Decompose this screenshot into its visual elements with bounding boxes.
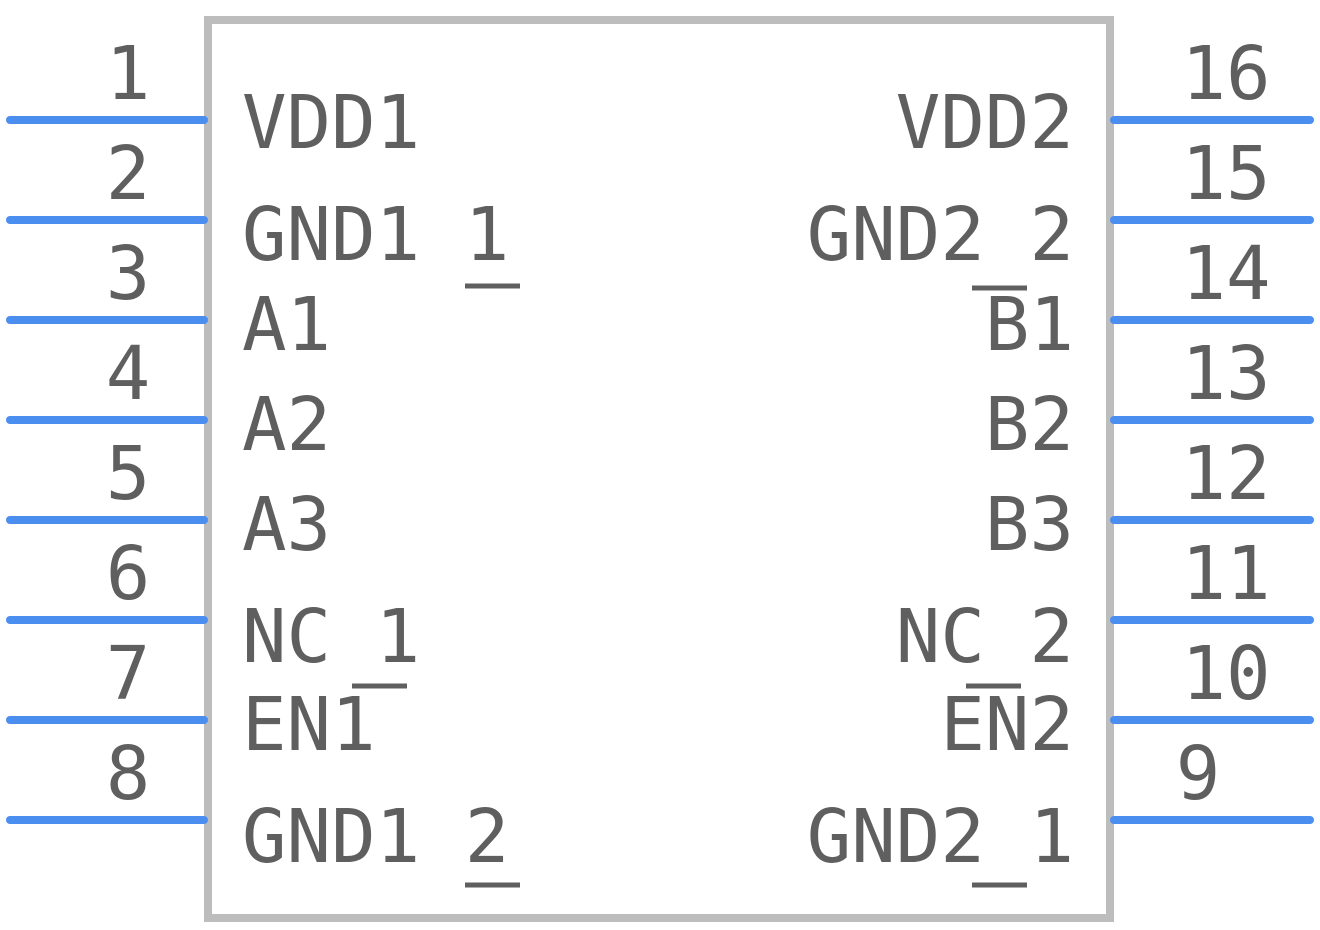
pin-name-label: B3 [985,482,1074,568]
pin-name-label: NC 1 [242,594,420,680]
pin-name-label: GND2 1 [807,794,1074,880]
pin-number: 13 [1181,331,1270,417]
pin-number: 14 [1181,231,1270,317]
pin-number: 6 [106,531,151,617]
left-pin-numbers: 1 2 3 4 5 6 7 8 [106,31,151,817]
pin-name-label: B1 [985,282,1074,368]
pin-number: 5 [106,431,151,517]
pin-number: 9 [1176,731,1221,817]
pin-name-label: B2 [985,382,1074,468]
pin-number: 10 [1181,631,1270,717]
pin-number: 4 [106,331,151,417]
right-pin-numbers: 16 15 14 13 12 11 10 9 [1176,31,1271,817]
pin-name-label: GND2 2 [807,192,1074,278]
pin-name-label: A1 [242,282,331,368]
left-pin-names: VDD1 GND1 1 A1 A2 A3 NC 1 EN1 GND1 2 [242,80,509,880]
pin-name-label: A2 [242,382,331,468]
pin-number: 7 [106,631,151,717]
pin-name-label: EN1 [242,682,376,768]
pin-number: 15 [1181,131,1270,217]
right-pin-leads [1110,116,1314,824]
pin-number: 3 [106,231,151,317]
pin-name-label: NC 2 [896,594,1074,680]
pin-name-label: EN2 [940,682,1074,768]
pin-number: 1 [106,31,151,117]
pin-name-label: GND1 1 [242,192,509,278]
pin-name-label: VDD1 [242,80,420,166]
right-pin-names: VDD2 GND2 2 B1 B2 B3 NC 2 EN2 GND2 1 [807,80,1074,880]
label-strokes [352,283,1027,888]
pin-number: 16 [1181,31,1270,117]
ic-body [204,16,1114,922]
left-pin-leads [6,116,208,824]
pin-number: 8 [106,731,151,817]
pin-name-label: A3 [242,482,331,568]
pin-number: 2 [106,131,151,217]
pin-number: 12 [1181,431,1270,517]
pin-name-label: GND1 2 [242,794,509,880]
pin-number: 11 [1181,531,1270,617]
pin-name-label: VDD2 [896,80,1074,166]
